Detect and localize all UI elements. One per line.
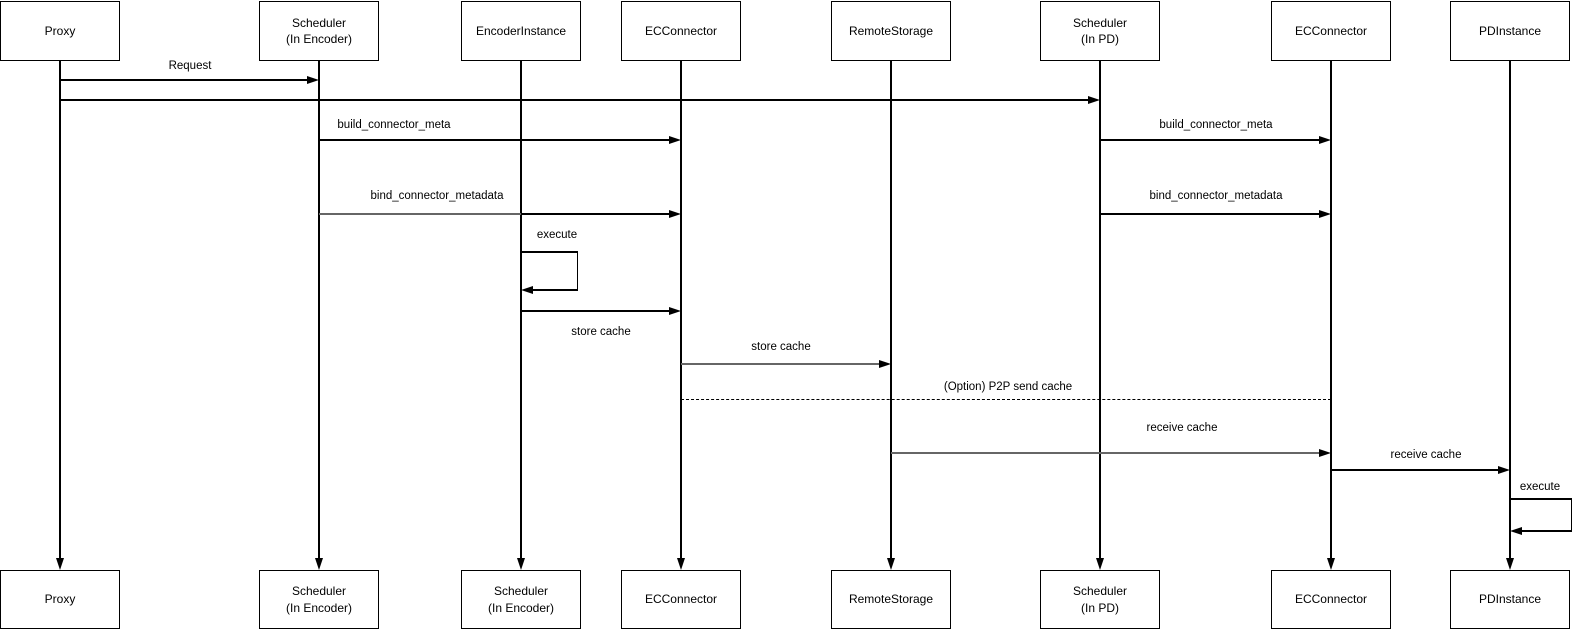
message-line-bind-connector-metadata-pd bbox=[1100, 213, 1321, 215]
selfloop-side-execute-encoder-instance bbox=[576, 252, 578, 290]
actor-box-bottom-proxy: Proxy bbox=[0, 570, 120, 629]
message-line-store-cache-to-connector bbox=[521, 310, 671, 312]
message-arrowhead-icon bbox=[1088, 95, 1100, 104]
actor-box-bottom-encoder-instance: Scheduler (In Encoder) bbox=[461, 570, 581, 629]
actor-box-top-pd-instance: PDInstance bbox=[1450, 1, 1570, 61]
message-line-proxy-to-scheduler-pd bbox=[60, 99, 1090, 101]
message-label-build-connector-meta-pd: build_connector_meta bbox=[1157, 119, 1275, 131]
message-label-receive-cache-to-pd: receive cache bbox=[1388, 449, 1464, 461]
lifeline-proxy bbox=[59, 61, 61, 559]
message-line-receive-cache-from-storage bbox=[891, 452, 1321, 454]
actor-box-bottom-scheduler-in-encoder: Scheduler (In Encoder) bbox=[259, 570, 379, 629]
lifeline-ec-connector-encoder bbox=[680, 61, 682, 559]
message-label-build-connector-meta-enc: build_connector_meta bbox=[335, 119, 453, 131]
lifeline-scheduler-in-encoder bbox=[318, 61, 320, 559]
message-line-receive-cache-to-pd bbox=[1331, 469, 1500, 471]
selfloop-arrowhead-icon bbox=[1510, 526, 1522, 535]
message-line-build-connector-meta-pd bbox=[1100, 139, 1321, 141]
selfloop-label-execute-encoder-instance: execute bbox=[534, 229, 580, 241]
selfloop-arrowhead-icon bbox=[521, 285, 533, 294]
message-line-request bbox=[60, 79, 309, 81]
lifeline-ec-connector-pd bbox=[1330, 61, 1332, 559]
actor-box-bottom-remote-storage: RemoteStorage bbox=[831, 570, 951, 629]
message-label-receive-cache-from-storage: receive cache bbox=[1144, 422, 1220, 434]
selfloop-bottom-execute-pd-instance bbox=[1520, 530, 1572, 532]
message-arrowhead-icon bbox=[879, 359, 891, 368]
actor-box-top-encoder-instance: EncoderInstance bbox=[461, 1, 581, 61]
lifeline-pd-instance bbox=[1509, 61, 1511, 559]
message-arrowhead-icon bbox=[307, 75, 319, 84]
selfloop-bottom-execute-encoder-instance bbox=[531, 289, 578, 291]
lifeline-end-arrow-icon bbox=[314, 558, 323, 570]
selfloop-top-execute-pd-instance bbox=[1510, 498, 1572, 500]
selfloop-side-execute-pd-instance bbox=[1570, 499, 1572, 531]
message-line-store-cache-to-storage bbox=[681, 363, 881, 365]
selfloop-label-execute-pd-instance: execute bbox=[1517, 481, 1563, 493]
lifeline-end-arrow-icon bbox=[1326, 558, 1335, 570]
message-line-bind-connector-metadata-enc bbox=[521, 213, 671, 215]
lifeline-end-arrow-icon bbox=[55, 558, 64, 570]
lifeline-remote-storage bbox=[890, 61, 892, 559]
actor-box-top-scheduler-in-pd: Scheduler (In PD) bbox=[1040, 1, 1160, 61]
message-arrowhead-icon bbox=[1319, 448, 1331, 457]
message-arrowhead-icon bbox=[669, 209, 681, 218]
message-label-bind-connector-metadata-enc: bind_connector_metadata bbox=[368, 190, 506, 202]
message-arrowhead-icon bbox=[1498, 465, 1510, 474]
lifeline-end-arrow-icon bbox=[1095, 558, 1104, 570]
message-label-p2p-send-cache: (Option) P2P send cache bbox=[941, 381, 1075, 393]
message-arrowhead-icon bbox=[1319, 209, 1331, 218]
message-label-request: Request bbox=[166, 60, 214, 72]
selfloop-top-execute-encoder-instance bbox=[521, 251, 578, 253]
lifeline-end-arrow-icon bbox=[1505, 558, 1514, 570]
message-line-bind-connector-metadata-enc bbox=[319, 213, 521, 215]
lifeline-end-arrow-icon bbox=[516, 558, 525, 570]
lifeline-end-arrow-icon bbox=[676, 558, 685, 570]
actor-box-bottom-ec-connector-encoder: ECConnector bbox=[621, 570, 741, 629]
lifeline-encoder-instance bbox=[520, 61, 522, 559]
lifeline-scheduler-in-pd bbox=[1099, 61, 1101, 559]
actor-box-top-remote-storage: RemoteStorage bbox=[831, 1, 951, 61]
actor-box-top-scheduler-in-encoder: Scheduler (In Encoder) bbox=[259, 1, 379, 61]
actor-box-bottom-scheduler-in-pd: Scheduler (In PD) bbox=[1040, 570, 1160, 629]
message-arrowhead-icon bbox=[669, 135, 681, 144]
lifeline-end-arrow-icon bbox=[886, 558, 895, 570]
message-arrowhead-icon bbox=[1319, 135, 1331, 144]
actor-box-top-proxy: Proxy bbox=[0, 1, 120, 61]
message-line-build-connector-meta-enc bbox=[319, 139, 671, 141]
actor-box-bottom-ec-connector-pd: ECConnector bbox=[1271, 570, 1391, 629]
message-label-store-cache-to-connector: store cache bbox=[569, 326, 633, 338]
message-label-bind-connector-metadata-pd: bind_connector_metadata bbox=[1147, 190, 1285, 202]
message-arrowhead-icon bbox=[669, 306, 681, 315]
actor-box-top-ec-connector-encoder: ECConnector bbox=[621, 1, 741, 61]
message-label-store-cache-to-storage: store cache bbox=[749, 341, 813, 353]
message-line-p2p-send-cache bbox=[681, 399, 1331, 401]
actor-box-bottom-pd-instance: PDInstance bbox=[1450, 570, 1570, 629]
actor-box-top-ec-connector-pd: ECConnector bbox=[1271, 1, 1391, 61]
